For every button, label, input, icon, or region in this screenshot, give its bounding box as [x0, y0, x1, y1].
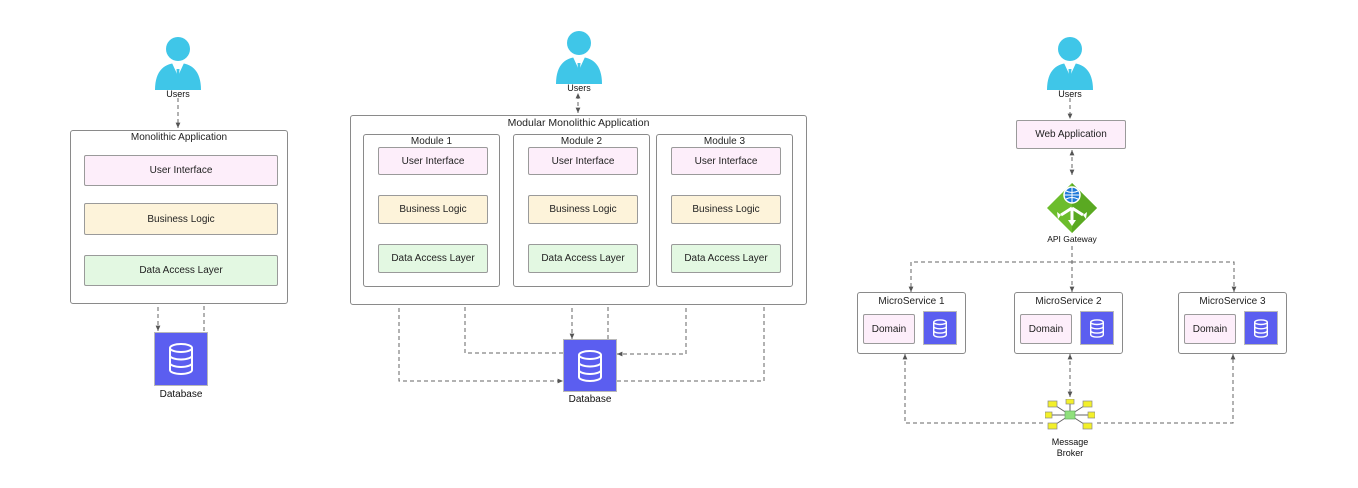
microservice-3-title: MicroService 3: [1199, 296, 1266, 307]
microservice-2-title: MicroService 2: [1035, 296, 1102, 307]
modular-monolithic-application-title: Modular Monolithic Application: [507, 117, 650, 129]
users-label: Users: [166, 89, 190, 99]
web-application-box[interactable]: Web Application: [1016, 120, 1126, 149]
message-broker-label-line1: Message: [1051, 437, 1089, 447]
microservice-1-database-icon[interactable]: [923, 311, 957, 345]
module-1-data-access-layer[interactable]: Data Access Layer: [378, 244, 488, 273]
database-label: Database: [568, 394, 612, 405]
microservice-3-domain[interactable]: Domain: [1184, 314, 1236, 344]
api-gateway-icon[interactable]: [1046, 182, 1098, 234]
api-gateway-label: API Gateway: [1047, 234, 1097, 244]
module-3-title: Module 3: [703, 136, 746, 147]
module-2-business-logic[interactable]: Business Logic: [528, 195, 638, 224]
module-3-user-interface[interactable]: User Interface: [671, 147, 781, 175]
users-icon: [554, 30, 604, 84]
database-icon[interactable]: [154, 332, 208, 386]
module-3-business-logic[interactable]: Business Logic: [671, 195, 781, 224]
module-1-user-interface[interactable]: User Interface: [378, 147, 488, 175]
module-1-title: Module 1: [410, 136, 453, 147]
monolithic-application-title: Monolithic Application: [130, 132, 228, 143]
module-2-title: Module 2: [560, 136, 603, 147]
module-1-business-logic[interactable]: Business Logic: [378, 195, 488, 224]
microservice-1-title: MicroService 1: [878, 296, 945, 307]
microservice-2-domain[interactable]: Domain: [1020, 314, 1072, 344]
message-broker-icon[interactable]: [1044, 398, 1096, 431]
users-icon: [153, 36, 203, 90]
module-3-data-access-layer[interactable]: Data Access Layer: [671, 244, 781, 273]
module-2-data-access-layer[interactable]: Data Access Layer: [528, 244, 638, 273]
database-label: Database: [159, 389, 203, 400]
database-icon[interactable]: [563, 339, 617, 392]
microservice-3-database-icon[interactable]: [1244, 311, 1278, 345]
users-label: Users: [567, 83, 591, 93]
message-broker-label-line2: Broker: [1056, 448, 1084, 458]
data-access-layer[interactable]: Data Access Layer: [84, 255, 278, 286]
business-logic-layer[interactable]: Business Logic: [84, 203, 278, 235]
microservice-1-domain[interactable]: Domain: [863, 314, 915, 344]
microservice-2-database-icon[interactable]: [1080, 311, 1114, 345]
users-label: Users: [1058, 89, 1082, 99]
user-interface-layer[interactable]: User Interface: [84, 155, 278, 186]
module-2-user-interface[interactable]: User Interface: [528, 147, 638, 175]
users-icon: [1045, 36, 1095, 90]
